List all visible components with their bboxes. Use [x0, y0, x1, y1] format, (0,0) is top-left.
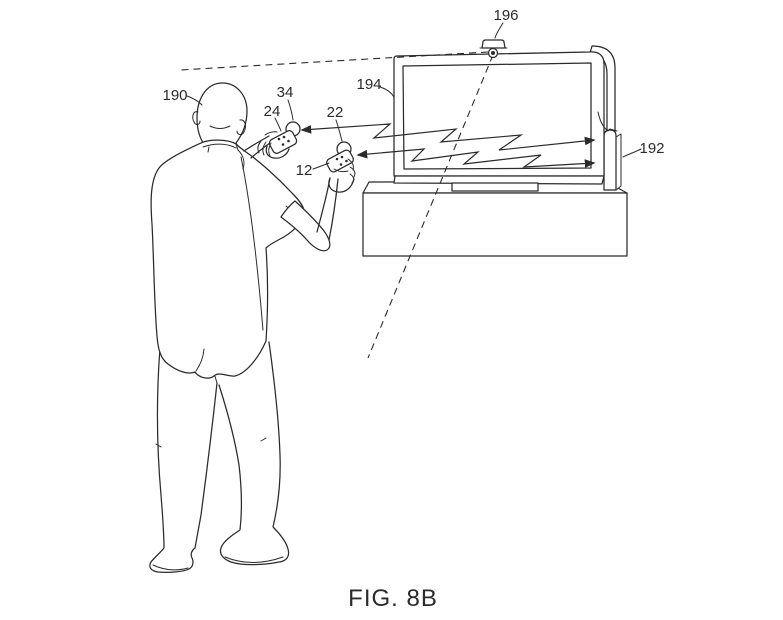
console-side-face — [615, 133, 622, 191]
motion-controller-left — [268, 121, 301, 154]
shirt-back-crease — [240, 156, 264, 331]
controller-right-body — [326, 149, 354, 173]
reference-labels: 196 194 190 34 24 22 12 192 — [162, 7, 664, 179]
leader-22 — [335, 119, 343, 142]
collar-fold — [237, 149, 245, 170]
fov-line-upper — [179, 51, 489, 71]
leader-lines — [186, 22, 642, 170]
signal-lower-zigzag — [356, 148, 596, 168]
console-front-face — [603, 129, 617, 191]
collar-band — [202, 143, 237, 149]
signal-upper-zigzag — [300, 123, 596, 151]
tv-stand-table — [362, 180, 628, 257]
upper-arm — [280, 200, 331, 252]
camera-lens-pupil — [491, 51, 495, 55]
forearm-outer — [328, 178, 339, 241]
pants — [155, 341, 281, 549]
leader-12 — [312, 162, 330, 170]
motion-controller-right — [326, 141, 354, 173]
tv-screen — [402, 62, 592, 170]
leader-24 — [274, 117, 282, 132]
tv-bottom-rail — [393, 175, 605, 185]
label-user: 190 — [162, 87, 187, 104]
label-ball-right: 22 — [327, 104, 344, 121]
game-console — [603, 128, 622, 191]
label-controller-left: 24 — [264, 103, 281, 120]
shoes — [149, 526, 290, 573]
tv-pedestal-base — [451, 182, 539, 192]
leader-190 — [186, 95, 203, 106]
right-arm — [280, 177, 355, 252]
right-ear — [236, 119, 246, 135]
console-top-edge — [604, 128, 618, 133]
label-console: 192 — [639, 140, 664, 157]
leader-34 — [287, 99, 294, 121]
camera-device — [479, 39, 508, 59]
left-ear — [192, 111, 201, 125]
left-arm-top — [243, 135, 270, 152]
hem-fold — [195, 348, 205, 372]
leader-196 — [494, 22, 504, 39]
left-palm — [265, 145, 290, 159]
table-front-face — [362, 192, 628, 257]
fov-line-lower — [367, 54, 494, 359]
label-controller-right: 12 — [296, 162, 313, 179]
label-display: 194 — [356, 76, 381, 93]
right-shoe — [219, 526, 290, 566]
left-shoe — [149, 547, 196, 573]
left-arm-bottom — [250, 142, 271, 159]
shirt — [150, 139, 306, 379]
wireless-signals — [300, 123, 596, 168]
camera-body — [481, 39, 506, 49]
controller-left-body — [268, 130, 298, 154]
figure-caption: FIG. 8B — [348, 585, 438, 612]
right-hand-fingers — [333, 158, 356, 184]
player-figure — [149, 82, 356, 573]
neck-line-right — [235, 143, 239, 151]
television — [393, 51, 609, 192]
left-arm — [243, 135, 290, 159]
neck-line-left — [207, 146, 210, 153]
camera-field-of-view — [179, 51, 494, 359]
label-camera: 196 — [493, 7, 518, 24]
right-shoe-sole — [224, 556, 284, 563]
right-palm — [328, 177, 355, 193]
leader-194 — [379, 86, 395, 98]
tv-arm-bracket — [597, 111, 609, 132]
left-hand-fingers — [257, 131, 278, 157]
leader-192 — [622, 148, 642, 158]
left-thumb — [264, 131, 278, 136]
head-crease — [209, 125, 231, 129]
label-ball-left: 34 — [277, 84, 294, 101]
forearm-inner — [316, 177, 331, 233]
left-shoe-sole — [152, 564, 189, 571]
right-thumb — [333, 168, 349, 173]
